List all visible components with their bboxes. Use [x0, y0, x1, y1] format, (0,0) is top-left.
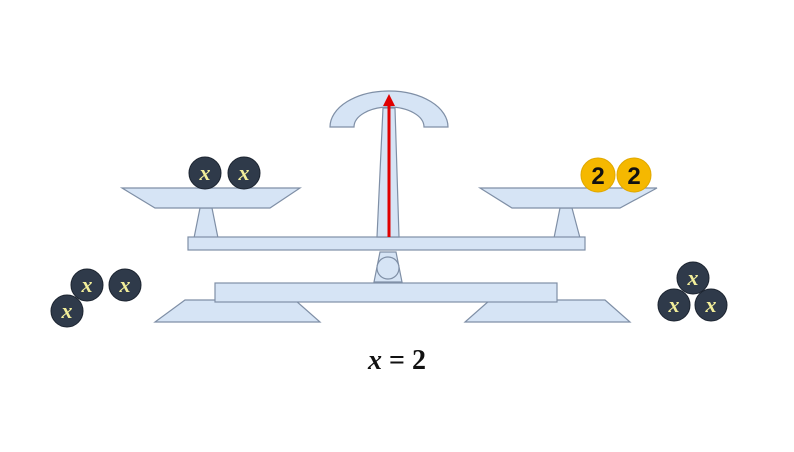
- left-pan-x-token-circle: [227, 156, 261, 190]
- left-pan-x-token: x: [227, 156, 261, 190]
- right-outside-x-token-circle: [676, 261, 710, 295]
- left-outside-x-token: x: [70, 268, 104, 302]
- left-pan-x-token-label: x: [238, 160, 250, 185]
- left-outside-x-token-circle: [70, 268, 104, 302]
- equation-variable: x: [368, 345, 383, 376]
- right-outside-x-token-label: x: [705, 292, 717, 317]
- left-pan-support: [193, 207, 219, 239]
- equation-label: x = 2: [0, 345, 794, 377]
- right-outside-x-token: x: [657, 288, 691, 322]
- left-pan-x-token-label: x: [199, 160, 211, 185]
- right-outside-x-token-circle: [657, 288, 691, 322]
- left-outside-x-token-label: x: [61, 298, 73, 323]
- right-pan-2-token-label: 2: [627, 163, 640, 190]
- equation-rest: = 2: [382, 345, 426, 376]
- right-pan-2-token-circle: [580, 157, 616, 193]
- scale-right-foot: [463, 299, 632, 323]
- right-outside-x-token: x: [676, 261, 710, 295]
- right-pan-2-token-circle: [616, 157, 652, 193]
- right-pan-2-token: 2: [616, 157, 652, 193]
- pointer-arrowhead: [383, 94, 395, 106]
- left-pan-x-token: x: [188, 156, 222, 190]
- right-pan-2-token-label: 2: [591, 163, 604, 190]
- left-outside-x-token: x: [50, 294, 84, 328]
- scale-pivot: [376, 256, 400, 280]
- scale-left-foot: [153, 299, 322, 323]
- left-outside-x-token-label: x: [119, 272, 131, 297]
- scale-dial: [329, 90, 449, 128]
- scale-beam: [187, 236, 586, 251]
- left-outside-x-token-label: x: [81, 272, 93, 297]
- right-outside-x-token: x: [694, 288, 728, 322]
- right-outside-x-token-label: x: [687, 265, 699, 290]
- right-outside-x-token-circle: [694, 288, 728, 322]
- left-outside-x-token-circle: [50, 294, 84, 328]
- right-outside-x-token-label: x: [668, 292, 680, 317]
- left-outside-x-token-circle: [108, 268, 142, 302]
- scale-base: [214, 282, 558, 303]
- left-pan: [119, 187, 302, 209]
- right-pan-support: [553, 207, 581, 239]
- left-outside-x-token: x: [108, 268, 142, 302]
- left-pan-x-token-circle: [188, 156, 222, 190]
- right-pan-2-token: 2: [580, 157, 616, 193]
